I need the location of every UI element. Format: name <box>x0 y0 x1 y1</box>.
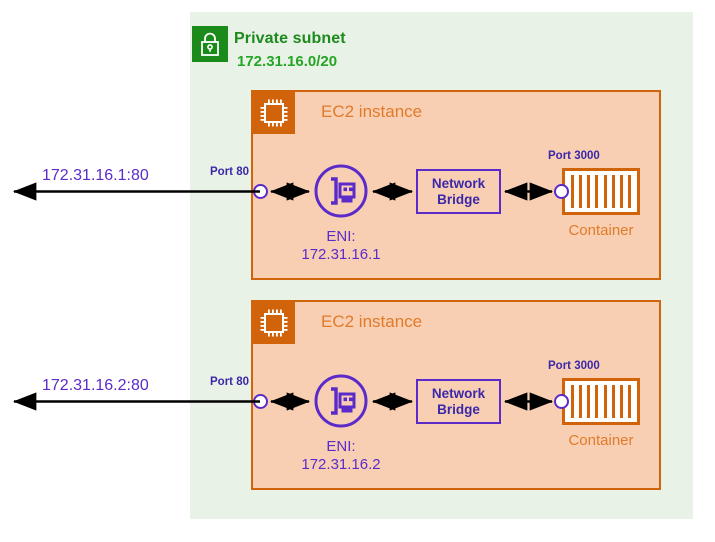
eni-ip-text: 172.31.16.2 <box>301 456 381 474</box>
eni-icon <box>313 163 369 219</box>
port-80-label-1: Port 80 <box>210 166 249 178</box>
network-bridge-1[interactable]: Network Bridge <box>416 169 501 214</box>
container-2[interactable] <box>562 378 640 425</box>
ec2-instance-title: EC2 instance <box>321 102 423 121</box>
port-80-label-2: Port 80 <box>210 376 249 388</box>
container-label-2: Container <box>568 432 634 449</box>
container-port-node-2[interactable] <box>554 394 569 409</box>
ec2-instance-title: EC2 instance <box>321 312 423 331</box>
port-3000-label-1: Port 3000 <box>548 150 600 162</box>
chip-icon <box>253 302 295 344</box>
external-ip-1: 172.31.16.1:80 <box>42 167 149 184</box>
eni-label-text: ENI: <box>326 228 356 245</box>
bridge-line-1: Network <box>431 385 486 401</box>
lock-icon <box>192 26 228 62</box>
eni-ip-text: 172.31.16.1 <box>301 246 381 264</box>
container-1[interactable] <box>562 168 640 215</box>
port-3000-label-2: Port 3000 <box>548 360 600 372</box>
eni-address-1: ENI: 172.31.16.1 <box>256 228 426 265</box>
eni-port-node-2[interactable] <box>253 394 268 409</box>
subnet-title: Private subnet <box>234 30 346 47</box>
container-label-1: Container <box>568 222 634 239</box>
bridge-line-2: Bridge <box>437 191 480 207</box>
container-port-node-1[interactable] <box>554 184 569 199</box>
external-ip-2: 172.31.16.2:80 <box>42 377 149 394</box>
network-bridge-2[interactable]: Network Bridge <box>416 379 501 424</box>
eni-port-node-1[interactable] <box>253 184 268 199</box>
bridge-line-1: Network <box>431 175 486 191</box>
eni-icon <box>313 373 369 429</box>
bridge-line-2: Bridge <box>437 401 480 417</box>
subnet-cidr: 172.31.16.0/20 <box>237 53 338 70</box>
chip-icon <box>253 92 295 134</box>
eni-label-text: ENI: <box>326 438 356 455</box>
eni-address-2: ENI: 172.31.16.2 <box>256 438 426 475</box>
